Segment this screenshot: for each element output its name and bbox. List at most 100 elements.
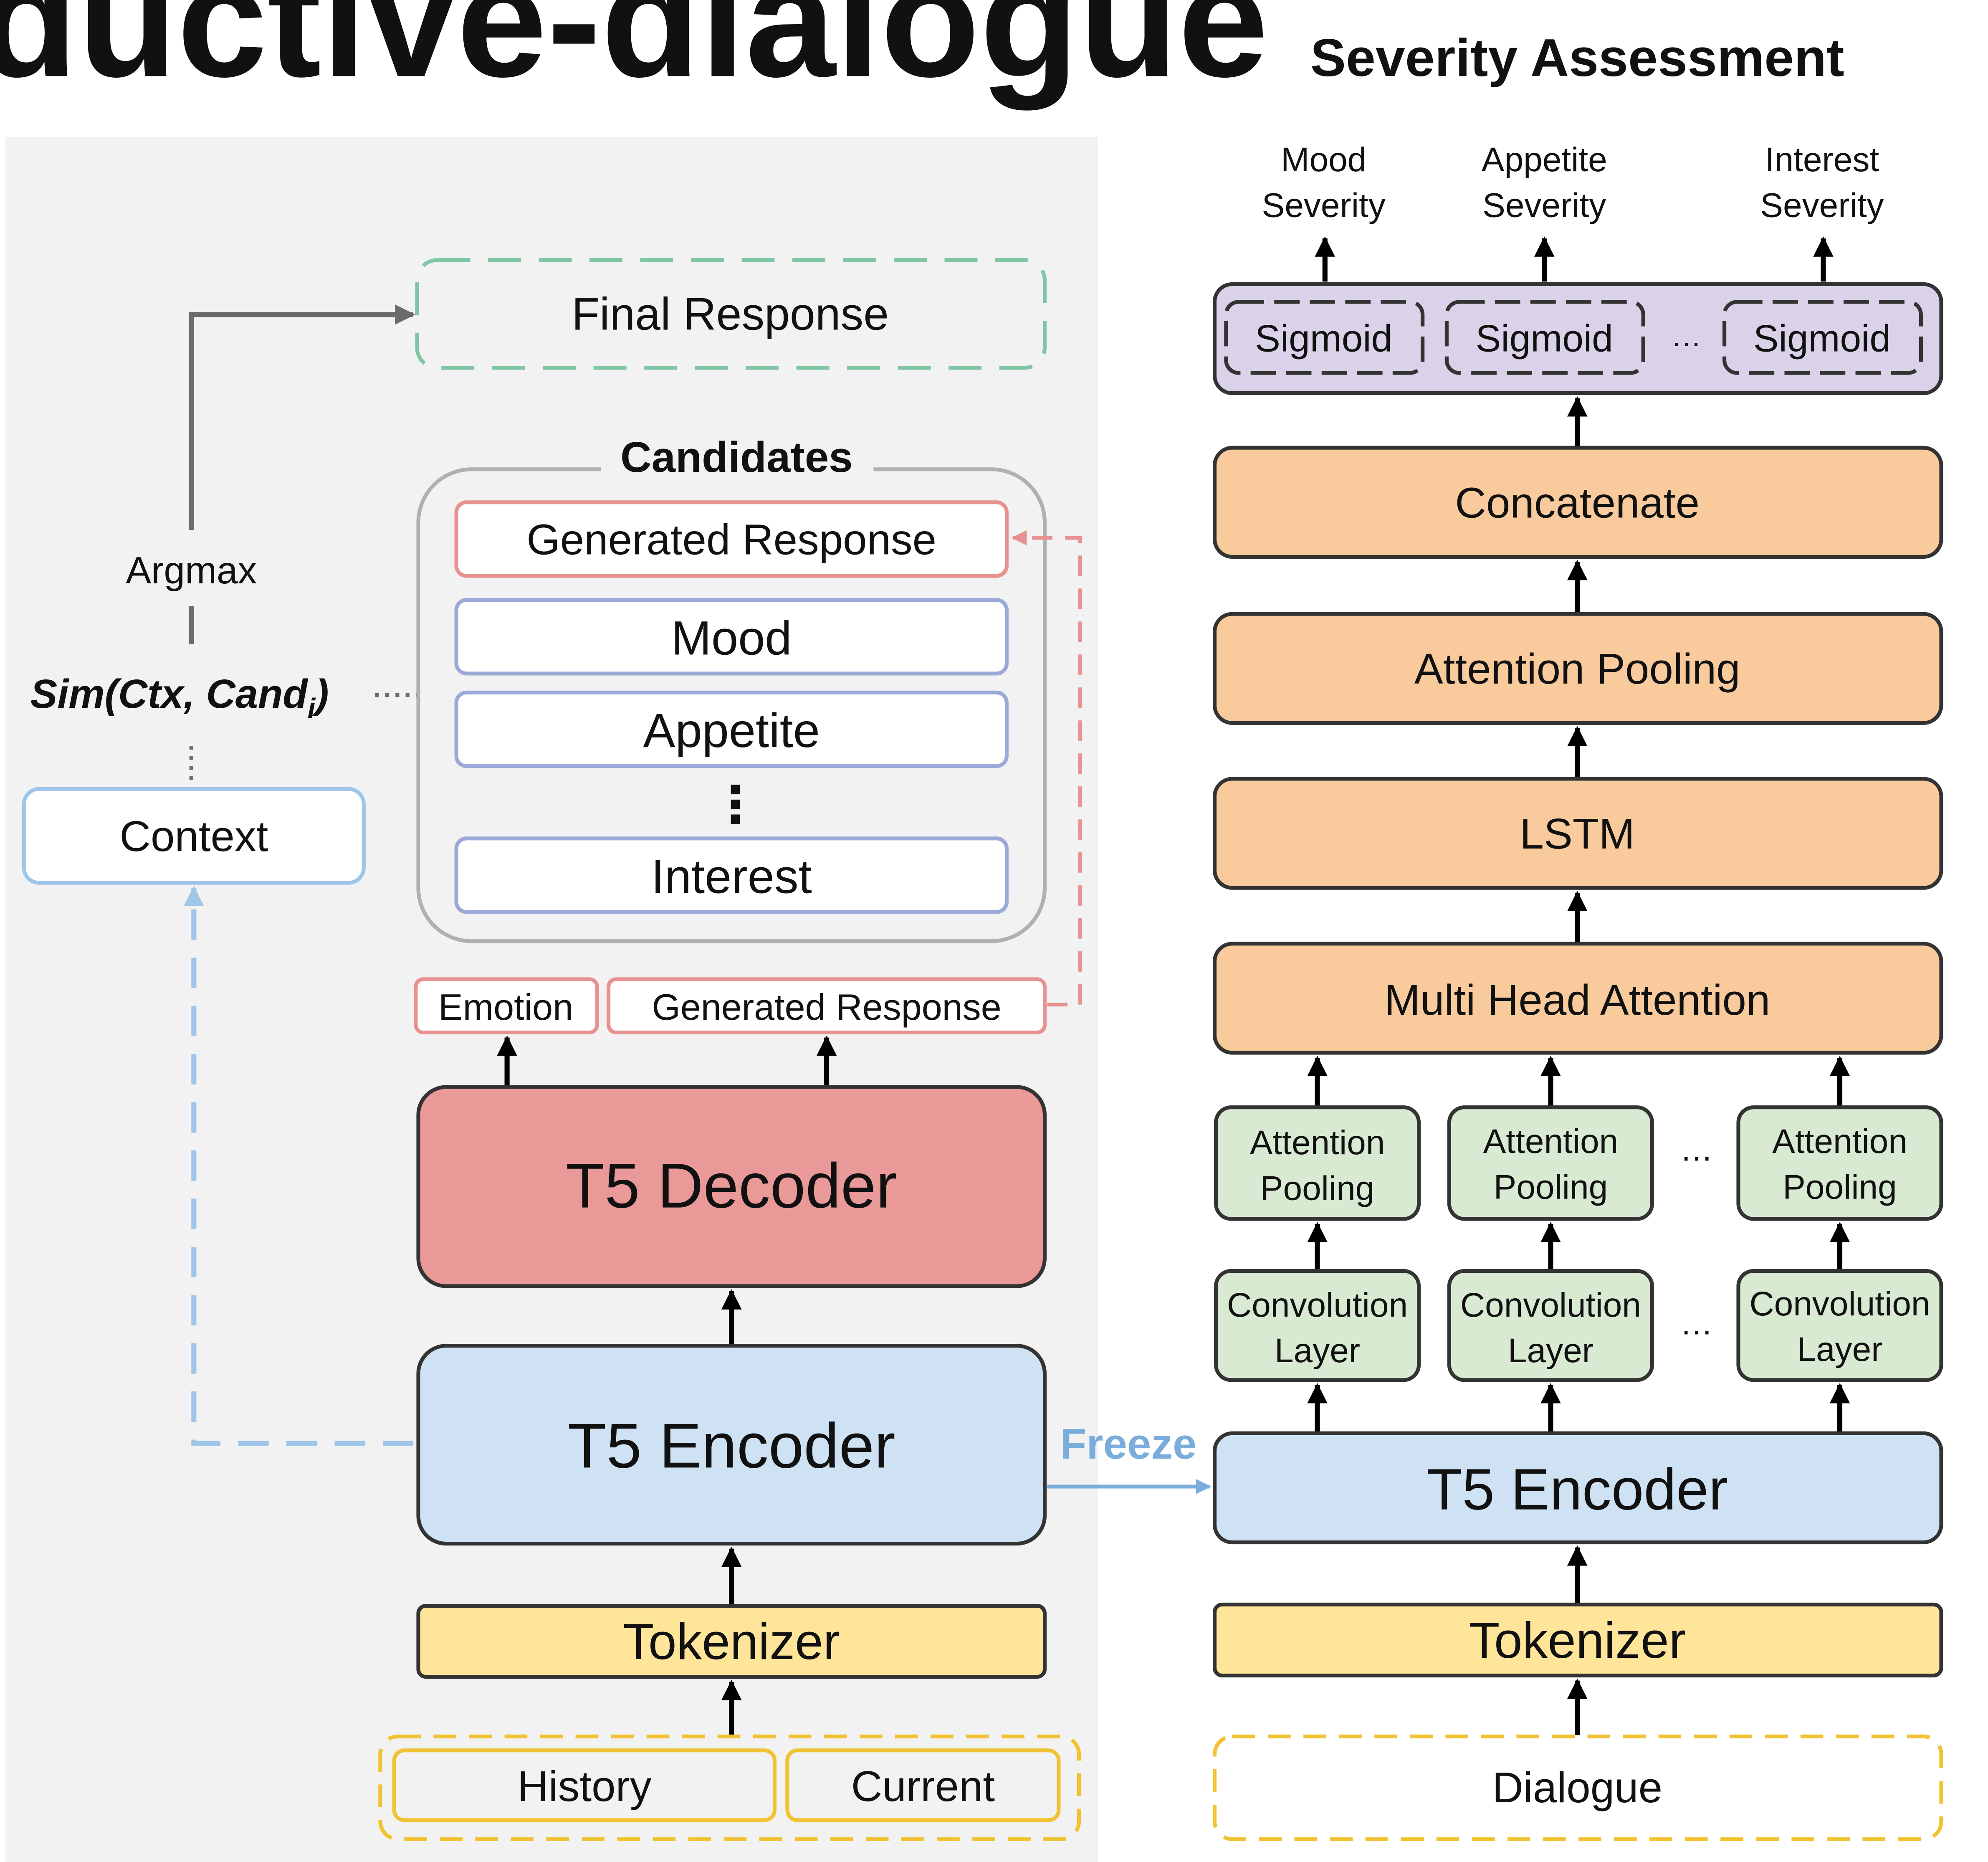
concatenate-block bbox=[1212, 446, 1943, 559]
t5-encoder-block-left bbox=[416, 1344, 1047, 1546]
candidate-ellipsis: ⋮ bbox=[710, 776, 761, 833]
sigmoid-box-appetite bbox=[1444, 300, 1645, 375]
context-label: Context bbox=[119, 812, 268, 860]
candidate-appetite-label: Appetite bbox=[643, 704, 820, 757]
current-input-label: Current bbox=[851, 1762, 995, 1810]
candidate-generated-response-label: Generated Response bbox=[526, 515, 936, 563]
similarity-prefix: Sim(Ctx, Cand bbox=[30, 671, 309, 717]
tokenizer-block-right bbox=[1212, 1602, 1943, 1678]
interest-severity-line1: Interest bbox=[1765, 141, 1879, 179]
sigmoid-box-mood bbox=[1224, 300, 1425, 375]
input-group-left bbox=[378, 1734, 1081, 1841]
sigmoid-box-interest bbox=[1722, 300, 1923, 375]
attention-pooling-small-2 bbox=[1447, 1105, 1654, 1221]
history-input-label: History bbox=[517, 1762, 652, 1810]
lstm-label: LSTM bbox=[1520, 810, 1635, 858]
mood-severity-line2: Severity bbox=[1262, 186, 1386, 224]
freeze-label: Freeze bbox=[1060, 1420, 1196, 1468]
tokenizer-block-left bbox=[416, 1604, 1047, 1679]
sigmoid-container bbox=[1212, 282, 1943, 395]
attention-pooling-small-2-line1: Attention bbox=[1483, 1122, 1619, 1160]
convolution-block-3-line1: Convolution bbox=[1749, 1285, 1930, 1323]
attention-pooling-small-1 bbox=[1214, 1105, 1421, 1221]
argmax-arrow bbox=[189, 304, 415, 530]
convolution-block-3 bbox=[1736, 1269, 1943, 1382]
attention-pooling-small-3-line2: Pooling bbox=[1783, 1168, 1897, 1206]
lstm-block bbox=[1212, 777, 1943, 890]
concatenate-label: Concatenate bbox=[1455, 479, 1700, 527]
final-response-box bbox=[415, 258, 1047, 370]
t5-encoder-label-right: T5 Encoder bbox=[1427, 1457, 1728, 1522]
convolution-block-1 bbox=[1214, 1269, 1421, 1382]
dialogue-input-box bbox=[1212, 1734, 1943, 1841]
context-box bbox=[22, 787, 366, 885]
t5-encoder-block-right bbox=[1212, 1431, 1943, 1545]
multi-head-attention-label: Multi Head Attention bbox=[1384, 976, 1770, 1024]
sigmoid-label-interest: Sigmoid bbox=[1753, 317, 1891, 360]
candidates-title-gap bbox=[601, 450, 874, 489]
emotion-output-label: Emotion bbox=[438, 986, 573, 1028]
similarity-subscript: i bbox=[308, 693, 316, 724]
attention-pooling-ellipsis: … bbox=[1680, 1131, 1713, 1168]
left-panel-title: Inductive-dialogue bbox=[0, 0, 1268, 111]
tokenizer-label-left: Tokenizer bbox=[623, 1613, 840, 1670]
t5-encoder-label-left: T5 Encoder bbox=[568, 1411, 895, 1481]
mood-severity-line1: Mood bbox=[1281, 141, 1366, 179]
convolution-ellipsis: … bbox=[1680, 1305, 1713, 1341]
dialogue-input-label: Dialogue bbox=[1492, 1763, 1662, 1811]
candidate-mood-label: Mood bbox=[671, 611, 792, 665]
candidates-title: Candidates bbox=[620, 433, 853, 481]
tokenizer-label-right: Tokenizer bbox=[1469, 1612, 1686, 1669]
convolution-block-2-line1: Convolution bbox=[1460, 1286, 1641, 1324]
candidate-appetite bbox=[454, 690, 1009, 768]
convolution-block-3-line2: Layer bbox=[1797, 1330, 1882, 1368]
attention-pooling-small-3 bbox=[1736, 1105, 1943, 1221]
candidate-generated-response bbox=[454, 500, 1009, 578]
sigmoid-label-appetite: Sigmoid bbox=[1476, 317, 1613, 360]
attention-pooling-label: Attention Pooling bbox=[1414, 645, 1740, 693]
sigmoid-label-mood: Sigmoid bbox=[1255, 317, 1392, 360]
current-input-box bbox=[785, 1748, 1061, 1822]
sigmoid-ellipsis: … bbox=[1671, 319, 1702, 353]
appetite-severity-line1: Appetite bbox=[1482, 141, 1607, 179]
attention-pooling-small-1-line2: Pooling bbox=[1260, 1169, 1375, 1207]
interest-severity-line2: Severity bbox=[1760, 186, 1884, 224]
attention-pooling-small-3-line1: Attention bbox=[1772, 1122, 1907, 1160]
encoder-to-context-arrow bbox=[184, 886, 413, 1446]
convolution-block-1-line2: Layer bbox=[1275, 1332, 1360, 1370]
inductive-dialogue-panel: Inductive-dialogue Final Response Argmax… bbox=[0, 0, 1268, 1862]
attention-pooling-block bbox=[1212, 612, 1943, 725]
history-input-box bbox=[392, 1748, 777, 1822]
response-to-candidates-arrow bbox=[1011, 530, 1083, 1007]
attention-pooling-small-1-line1: Attention bbox=[1250, 1124, 1385, 1162]
similarity-formula: Sim(Ctx, Candi) bbox=[30, 671, 329, 724]
candidate-interest bbox=[454, 836, 1009, 914]
emotion-output-box bbox=[414, 977, 599, 1035]
final-response-label: Final Response bbox=[572, 289, 889, 340]
right-panel-title: Severity Assessment bbox=[1310, 28, 1844, 88]
candidate-mood bbox=[454, 598, 1009, 676]
generated-response-output-label: Generated Response bbox=[652, 986, 1001, 1028]
argmax-label: Argmax bbox=[126, 550, 257, 592]
multi-head-attention-block bbox=[1212, 942, 1943, 1055]
candidate-interest-label: Interest bbox=[651, 850, 812, 903]
appetite-severity-line2: Severity bbox=[1482, 186, 1606, 224]
convolution-block-2 bbox=[1447, 1269, 1654, 1382]
attention-pooling-small-2-line2: Pooling bbox=[1494, 1168, 1608, 1206]
t5-decoder-label: T5 Decoder bbox=[566, 1151, 897, 1221]
t5-decoder-block bbox=[416, 1085, 1047, 1288]
generated-response-output-box bbox=[607, 977, 1047, 1035]
convolution-block-2-line2: Layer bbox=[1508, 1332, 1593, 1370]
convolution-block-1-line1: Convolution bbox=[1227, 1286, 1408, 1324]
